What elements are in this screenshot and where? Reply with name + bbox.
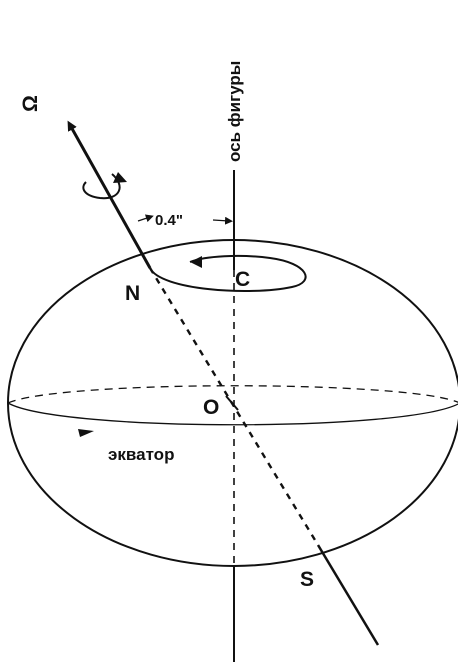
axis-of-figure-label: ось фигуры xyxy=(225,61,244,162)
omega-label: Ω xyxy=(19,95,42,112)
equator-front xyxy=(7,402,458,426)
rotation-arrow xyxy=(82,173,121,200)
rotation-arrow-head xyxy=(113,172,127,183)
equator-direction-arrow xyxy=(78,429,94,437)
rotation-axis-top xyxy=(67,120,152,269)
angle-label: 0.4" xyxy=(155,212,183,229)
rotation-axis-bottom xyxy=(316,544,380,646)
c-point-label: C xyxy=(235,268,250,291)
center-tick xyxy=(225,395,239,411)
equator-label: экватор xyxy=(108,445,174,464)
south-pole-label: S xyxy=(300,568,314,591)
angle-marker-left xyxy=(137,214,154,223)
polar-circle xyxy=(149,254,307,293)
angle-marker-right xyxy=(212,216,233,225)
north-pole-label: N xyxy=(125,282,140,305)
center-label: O xyxy=(203,396,219,419)
polar-circle-arrow xyxy=(190,256,202,268)
equator-back xyxy=(7,385,458,404)
